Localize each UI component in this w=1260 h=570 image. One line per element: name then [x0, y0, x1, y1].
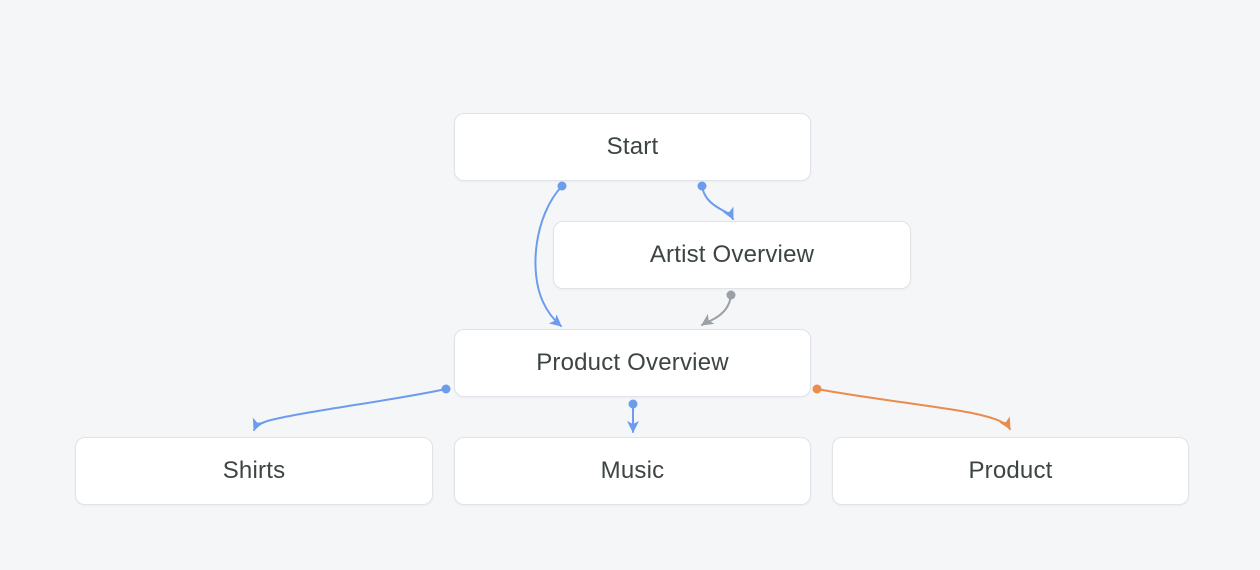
edge-product-overview-to-music-origin-dot	[628, 399, 638, 409]
node-shirts[interactable]: Shirts	[75, 437, 433, 505]
node-shirts-label: Shirts	[222, 457, 286, 484]
edge-start-to-product-overview[interactable]	[534, 181, 567, 327]
edge-product-overview-to-shirts-origin-dot	[441, 384, 451, 394]
edge-product-overview-to-product-line[interactable]	[816, 388, 1011, 430]
edge-start-to-artist-overview-line[interactable]	[701, 185, 734, 220]
edge-start-to-artist-overview-origin-dot	[697, 181, 707, 191]
node-product-label: Product	[968, 457, 1053, 484]
node-product[interactable]: Product	[832, 437, 1189, 505]
edge-start-to-artist-overview[interactable]	[697, 181, 734, 220]
node-artist-overview-label: Artist Overview	[649, 241, 815, 268]
edge-artist-overview-to-product-overview-origin-dot	[726, 290, 736, 300]
edge-artist-overview-to-product-overview-line[interactable]	[701, 294, 732, 326]
edge-product-overview-to-music[interactable]	[627, 399, 639, 433]
edge-artist-overview-to-product-overview[interactable]	[701, 290, 736, 326]
edge-start-to-product-overview-origin-dot	[557, 181, 567, 191]
edge-product-overview-to-product-origin-dot	[812, 384, 822, 394]
node-product-overview[interactable]: Product Overview	[454, 329, 811, 397]
edge-product-overview-to-shirts[interactable]	[252, 384, 451, 431]
edge-start-to-product-overview-line[interactable]	[534, 185, 563, 327]
node-music-label: Music	[600, 457, 665, 484]
node-artist-overview[interactable]: Artist Overview	[553, 221, 911, 289]
node-music[interactable]: Music	[454, 437, 811, 505]
node-start-label: Start	[606, 133, 659, 160]
edge-product-overview-to-product[interactable]	[812, 384, 1011, 430]
node-start[interactable]: Start	[454, 113, 811, 181]
node-product-overview-label: Product Overview	[536, 349, 729, 376]
edge-product-overview-to-shirts-line[interactable]	[252, 388, 447, 431]
